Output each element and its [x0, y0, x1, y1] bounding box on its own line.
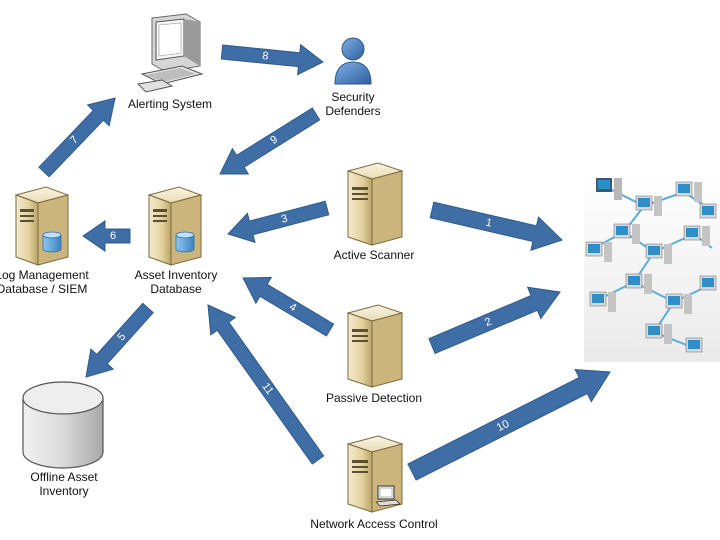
alerting-system-label: Alerting System: [127, 97, 213, 111]
offline-inventory-label: Offline Asset Inventory: [30, 470, 98, 498]
arrow-11-number: 11: [259, 381, 275, 397]
security-defenders-icon: [334, 37, 372, 85]
arrow-9-number: 9: [268, 133, 280, 146]
arrow-7-shape: [38, 97, 116, 178]
active-scanner-label: Active Scanner: [333, 248, 415, 262]
arrow-8-number: 8: [262, 50, 269, 63]
arrow-3: 3: [227, 200, 330, 244]
log-management-label: Log Management Database / SIEM: [0, 268, 89, 296]
arrow-3-shape: [227, 200, 330, 244]
arrow-8-shape: [220, 43, 324, 76]
arrow-6-shape: [82, 220, 131, 252]
network-access-control-server-icon: [346, 435, 404, 513]
arrows-layer: 1 2 3 4 5 6 7 8 9 10 11: [38, 43, 611, 481]
network-access-control-label: Network Access Control: [310, 517, 438, 531]
arrow-1-number: 1: [484, 217, 493, 230]
network-computer-icons: [585, 178, 717, 353]
arrow-4: 4: [242, 276, 335, 337]
arrow-5-shape: [85, 302, 154, 378]
alerting-system-icon: [136, 13, 204, 93]
log-management-server-icon: [14, 186, 70, 266]
arrow-7: 7: [38, 97, 116, 178]
asset-inventory-server-icon: [147, 186, 203, 266]
arrow-10: 10: [407, 368, 611, 481]
arrow-1-shape: [429, 201, 563, 252]
arrow-8: 8: [220, 43, 324, 76]
arrow-11-shape: [207, 304, 325, 465]
arrow-2: 2: [428, 286, 561, 355]
active-scanner-server-icon: [346, 162, 404, 246]
arrow-2-number: 2: [483, 316, 493, 329]
arrow-6-number: 6: [110, 230, 116, 242]
arrow-9: 9: [219, 107, 321, 175]
passive-detection-label: Passive Detection: [325, 391, 423, 405]
arrow-4-shape: [242, 276, 335, 337]
arrow-2-shape: [428, 286, 561, 355]
arrow-3-number: 3: [280, 213, 289, 226]
arrow-4-number: 4: [287, 301, 298, 314]
arrow-1: 1: [429, 201, 563, 252]
arrow-9-shape: [219, 107, 321, 175]
network-picture: [584, 172, 720, 362]
arrow-5: 5: [85, 302, 154, 378]
arrow-10-number: 10: [495, 418, 511, 434]
arrow-10-shape: [407, 368, 611, 481]
arrow-6: 6: [82, 220, 131, 252]
offline-inventory-database-icon: [22, 381, 104, 469]
asset-inventory-label: Asset Inventory Database: [134, 268, 218, 296]
arrow-11: 11: [207, 304, 325, 465]
security-defenders-label: Security Defenders: [325, 90, 381, 118]
passive-detection-server-icon: [346, 304, 404, 388]
